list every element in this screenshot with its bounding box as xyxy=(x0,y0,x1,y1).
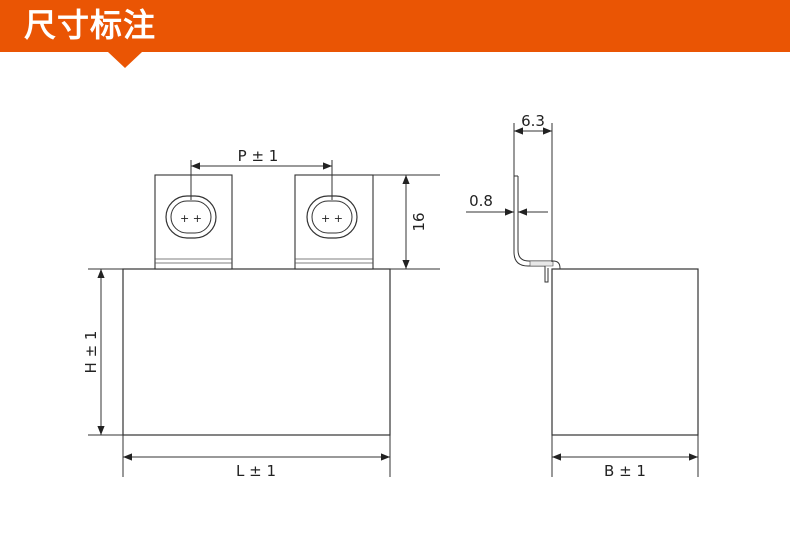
side-view xyxy=(466,123,699,477)
capacitor-body-side xyxy=(551,268,699,436)
header-notch xyxy=(108,52,142,68)
page-title: 尺寸标注 xyxy=(24,6,157,44)
terminal-left xyxy=(154,174,233,270)
pitch-label: P ± 1 xyxy=(238,147,279,165)
front-view: + + + + xyxy=(88,160,440,477)
terminal-left-marks: + + xyxy=(180,212,202,225)
terminal-right xyxy=(294,174,374,270)
terminal-tab-side xyxy=(513,175,561,283)
width-dimension xyxy=(551,435,699,477)
height-label: H ± 1 xyxy=(82,331,100,374)
terminal-height-dimension xyxy=(373,174,440,270)
capacitor-body-front xyxy=(122,268,391,436)
tab-thickness-label: 0.8 xyxy=(469,192,493,210)
terminal-height-label: 16 xyxy=(410,212,428,231)
tab-width-label: 6.3 xyxy=(521,112,545,130)
pitch-dimension xyxy=(190,160,333,200)
height-dimension xyxy=(88,268,123,436)
tab-width-dimension xyxy=(513,123,553,262)
width-label: B ± 1 xyxy=(604,462,646,480)
length-dimension xyxy=(122,435,391,477)
terminal-right-marks: + + xyxy=(321,212,343,225)
header-bar xyxy=(0,0,790,52)
length-label: L ± 1 xyxy=(236,462,276,480)
